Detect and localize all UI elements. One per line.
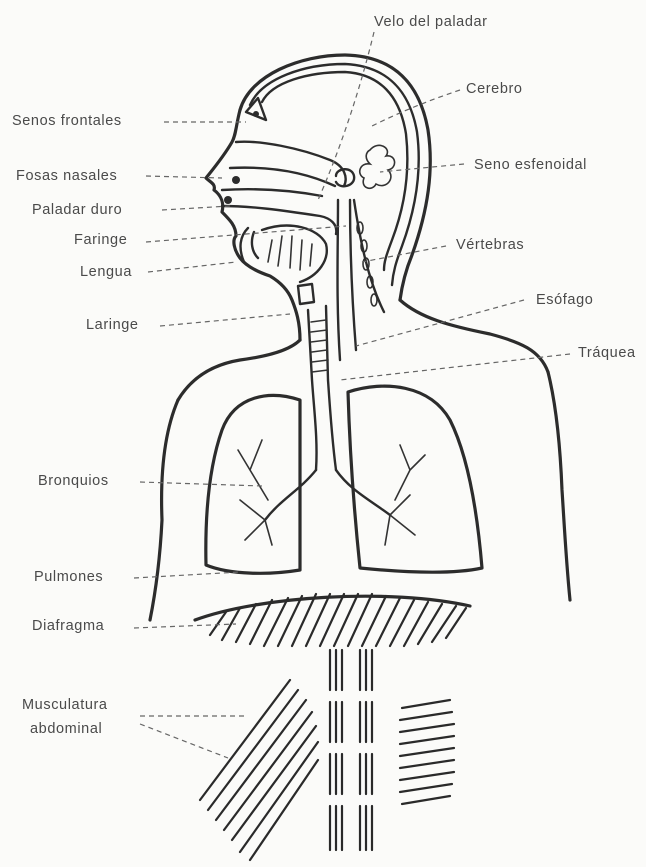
label-vertebras: Vértebras [456, 236, 524, 254]
label-paladar-duro: Paladar duro [32, 201, 122, 219]
label-esofago: Esófago [536, 291, 593, 309]
label-abdominal: abdominal [30, 720, 102, 738]
label-pulmones: Pulmones [34, 568, 103, 586]
label-faringe: Faringe [74, 231, 127, 249]
label-laringe: Laringe [86, 316, 139, 334]
trachea [308, 306, 336, 470]
label-velo-del-paladar: Velo del paladar [374, 13, 488, 31]
torso-outline [150, 372, 570, 620]
label-seno-esfenoidal: Seno esfenoidal [474, 156, 587, 174]
lungs [206, 386, 482, 573]
label-musculatura: Musculatura [22, 696, 108, 714]
label-lengua: Lengua [80, 263, 132, 281]
leader-lines [134, 32, 570, 758]
abdominal-muscles [200, 650, 454, 860]
label-traquea: Tráquea [578, 344, 636, 362]
vertebrae [354, 200, 384, 312]
label-senos-frontales: Senos frontales [12, 112, 122, 130]
nasal-cavity [222, 98, 395, 234]
diaphragm [195, 594, 470, 646]
label-bronquios: Bronquios [38, 472, 109, 490]
label-diafragma: Diafragma [32, 617, 104, 635]
mouth-pharynx [241, 200, 356, 360]
label-cerebro: Cerebro [466, 80, 523, 98]
label-fosas-nasales: Fosas nasales [16, 167, 117, 185]
